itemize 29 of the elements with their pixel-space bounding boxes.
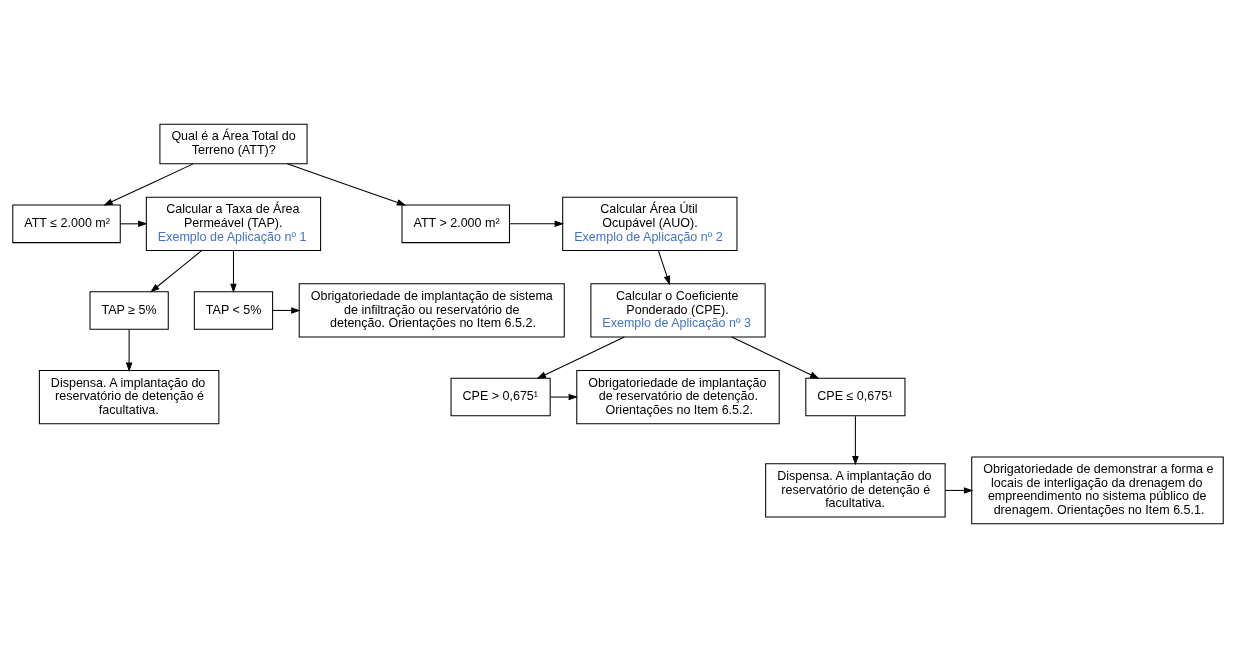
node-box: Obrigatoriedade de implantação de reservatório de detenção. Orientações no Item 6.5.2. [576,369,780,425]
arrow [150,249,203,293]
arrow [657,250,671,286]
node-box: CPE > 0,675¹ [450,377,551,417]
node-box: Dispensa. A implantação do reservatório de detenção é facultativa. [765,463,946,518]
arrow [286,163,407,206]
arrow [731,336,820,379]
arrow [944,487,974,494]
arrow [119,220,148,228]
node-box: CPE ≤ 0,675¹ [805,377,906,417]
arrow [230,250,237,294]
node-box: Calcular Área Útil Ocupável (AUO). Exemplo de Aplicação nº 2 [562,196,738,251]
node-box: Obrigatoriedade de implantação de sistema de infiltração ou reservatório de detenção. Orientações no Item 6.5.2. [298,283,565,338]
node-box: Qual é a Área Total do Terreno (ATT)? [159,123,308,165]
arrow [536,336,625,379]
arrow [550,393,578,401]
arrow [103,163,194,206]
arrow [125,328,133,372]
node-box: TAP ≥ 5% [89,291,169,330]
node-box: Calcular o Coeficiente Ponderado (CPE). Exemplo de Aplicação nº 3 [590,283,766,338]
arrow [272,307,301,314]
arrow [509,220,564,228]
node-box: Dispensa. A implantação do reservatório de detenção é facultativa. [38,369,220,425]
node-box: ATT > 2.000 m² [401,204,510,244]
node-box: TAP < 5% [193,291,274,330]
node-box: Calcular a Taxa de Área Permeável (TAP). Exemplo de Aplicação nº 1 [145,196,322,251]
node-box: Obrigatoriedade de demonstrar a forma e locais de interligação da drenagem do empreendimento no sistema público de drenagem. Orientações no Item 6.5.1. [971,456,1224,525]
arrow [852,415,859,466]
node-box: ATT ≤ 2.000 m² [12,204,121,244]
